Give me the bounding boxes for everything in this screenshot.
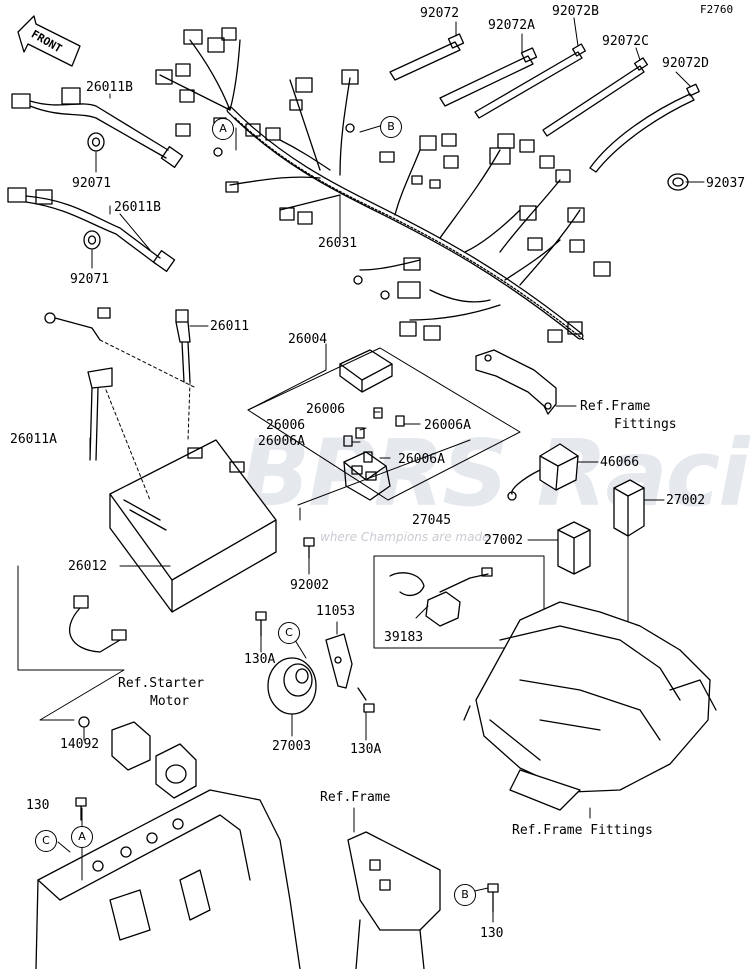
- label-92072c: 92072C: [602, 34, 649, 49]
- label-ref-frame-fittings-lower: Ref.Frame Fittings: [512, 823, 653, 838]
- label-26006-upper: 26006: [306, 402, 346, 417]
- battery-lead-26011: [175, 309, 191, 383]
- main-harness-26031: [155, 27, 611, 343]
- label-130-right: 130: [480, 926, 504, 941]
- label-27002-right: 27002: [666, 493, 706, 508]
- label-26006a-bottom: 26006A: [398, 452, 445, 467]
- frame-bracket-lower: [347, 831, 441, 969]
- fuse-box-outline: [247, 347, 521, 521]
- relay-27002-right: [613, 479, 645, 631]
- label-130-left: 130: [26, 798, 50, 813]
- callout-a-upper: A: [212, 118, 234, 140]
- label-ref-frame-fittings-upper-1: Ref.Frame: [580, 399, 651, 414]
- label-26011: 26011: [210, 319, 250, 334]
- cable-tie-92072a: [439, 47, 538, 107]
- electrical-tray: [463, 601, 717, 811]
- cable-tie-92072b: [474, 43, 586, 119]
- front-arrow-icon: [17, 15, 81, 67]
- bolts-130a: [255, 611, 375, 713]
- frame-bracket: [475, 349, 557, 415]
- label-26011a: 26011A: [10, 432, 57, 447]
- label-ref-starter-motor-2: Motor: [150, 694, 190, 709]
- switch-27045-group: [373, 555, 545, 649]
- bolt-130-lower: [487, 883, 499, 913]
- label-92072b: 92072B: [552, 4, 599, 19]
- label-92072d: 92072D: [662, 56, 709, 71]
- label-11053: 11053: [316, 604, 356, 619]
- cable-tie-92072c: [542, 57, 649, 137]
- label-92071-upper: 92071: [72, 176, 112, 191]
- fuse-box-26004: [339, 349, 393, 501]
- callout-a-lower: A: [71, 826, 93, 848]
- frame-lower: [35, 789, 301, 969]
- watermark-logo: BPRS Racing: [240, 420, 750, 527]
- starter-cable: [69, 595, 127, 653]
- label-ref-starter-motor-1: Ref.Starter: [118, 676, 205, 691]
- relay-27002-left: [557, 521, 591, 575]
- label-26006a-left: 26006A: [258, 434, 305, 449]
- label-26011b-upper: 26011B: [86, 80, 133, 95]
- cable-tie-92072: [389, 33, 465, 81]
- label-27003: 27003: [272, 739, 312, 754]
- label-130a-right: 130A: [350, 742, 382, 757]
- screw-92002: [303, 537, 315, 559]
- label-130a-left: 130A: [244, 652, 276, 667]
- label-26006-lower: 26006: [266, 418, 306, 433]
- label-26004: 26004: [288, 332, 328, 347]
- label-26006a-right: 26006A: [424, 418, 471, 433]
- label-ref-frame-fittings-upper-2: Fittings: [614, 417, 677, 432]
- label-92071-lower: 92071: [70, 272, 110, 287]
- starter-relay-14092: [78, 716, 197, 799]
- diagram-code: F2760: [700, 3, 734, 16]
- label-26031: 26031: [318, 236, 358, 251]
- label-27002-left: 27002: [484, 533, 524, 548]
- label-92072a: 92072A: [488, 18, 535, 33]
- battery-26012: [109, 439, 277, 613]
- label-26011b-lower: 26011B: [114, 200, 161, 215]
- callout-b-lower: B: [454, 884, 476, 906]
- label-46066: 46066: [600, 455, 640, 470]
- horn-bracket-11053: [325, 633, 353, 689]
- callout-c-upper: C: [278, 622, 300, 644]
- fuses-26006: [343, 407, 405, 463]
- label-26012: 26012: [68, 559, 108, 574]
- relay-46066: [507, 443, 579, 501]
- callout-c-lower: C: [35, 830, 57, 852]
- label-39183: 39183: [384, 630, 424, 645]
- label-92002: 92002: [290, 578, 330, 593]
- label-14092: 14092: [60, 737, 100, 752]
- grommet-92071-upper: [87, 132, 105, 152]
- clamp-92037: [667, 173, 689, 191]
- cable-tie-92072d: [589, 83, 700, 173]
- sub-harness-26011b-lower: [7, 187, 176, 272]
- sub-harness-26011b-upper: [11, 87, 184, 168]
- label-ref-frame: Ref.Frame: [320, 790, 391, 805]
- watermark-tagline: where Champions are made: [320, 530, 490, 544]
- callout-b-upper: B: [380, 116, 402, 138]
- grommet-92071-lower: [83, 230, 101, 250]
- label-92072: 92072: [420, 6, 460, 21]
- label-27045: 27045: [412, 513, 452, 528]
- label-92037: 92037: [706, 176, 746, 191]
- bolt-130-upper: [75, 797, 87, 821]
